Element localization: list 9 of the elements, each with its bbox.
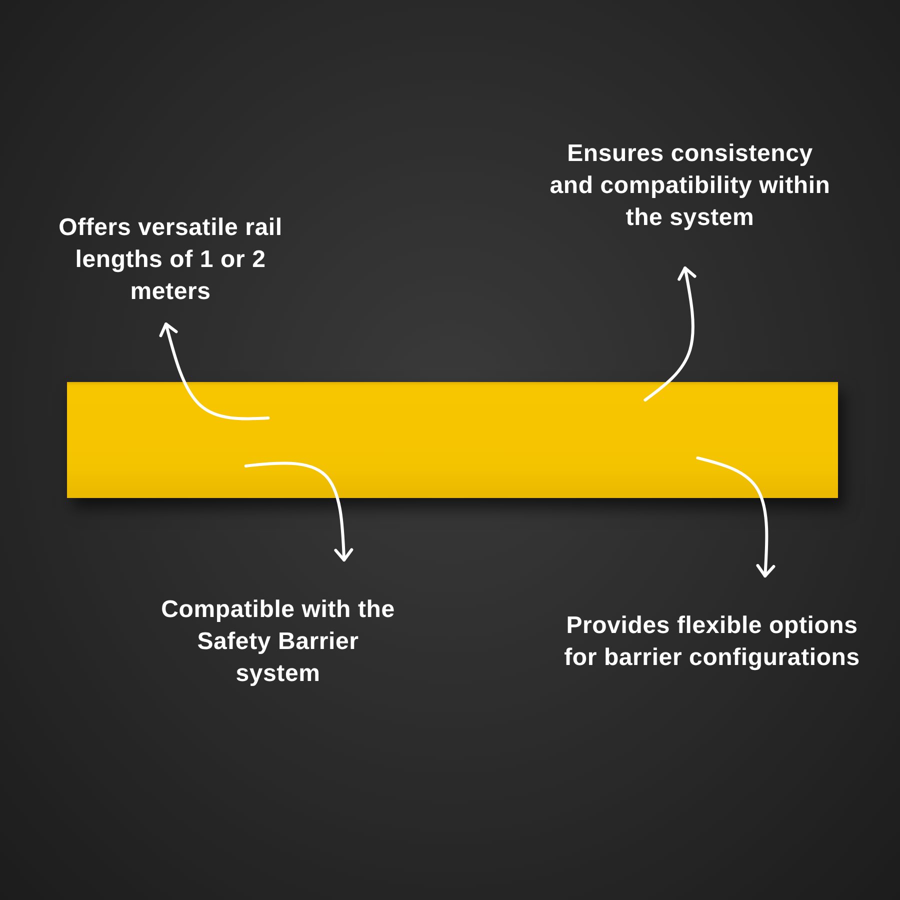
curved-arrow bbox=[696, 456, 776, 578]
feature-text: Ensures consistency and compatibility within the system bbox=[545, 138, 835, 238]
curved-arrow bbox=[159, 322, 270, 420]
feature-text: Offers versatile rail lengths of 1 or 2 meters bbox=[58, 212, 283, 308]
curved-arrow bbox=[244, 462, 354, 562]
rail-drawing bbox=[67, 382, 838, 498]
feature-text: Provides flexible options for barrier configurations bbox=[562, 610, 862, 706]
feature-text: Compatible with the Safety Barrier system bbox=[160, 594, 396, 722]
curved-arrow bbox=[644, 266, 696, 402]
